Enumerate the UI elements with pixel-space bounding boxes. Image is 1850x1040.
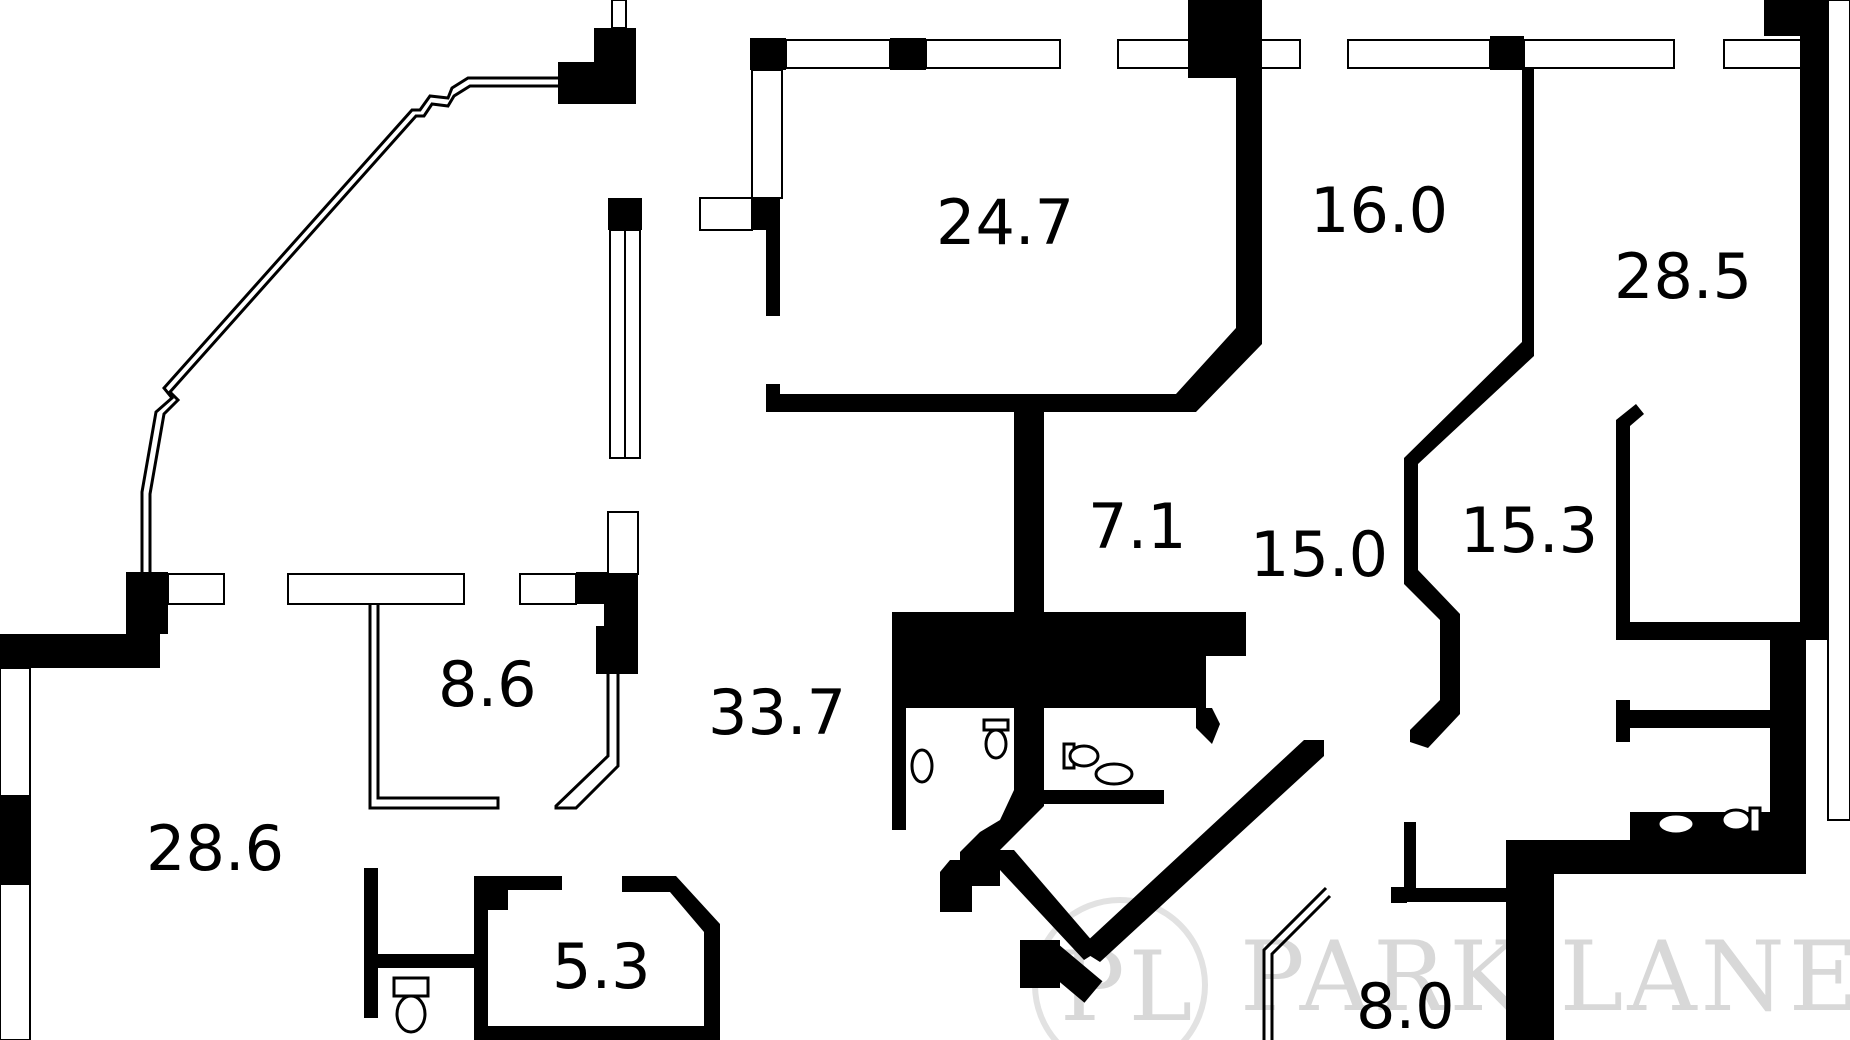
- toilet-icon: [982, 718, 1010, 760]
- wall-segment: [1391, 887, 1407, 903]
- wall-segment: [750, 38, 786, 70]
- wall-segment: [1540, 874, 1554, 1040]
- room-area-8-0: 8.0: [1356, 970, 1455, 1040]
- window: [699, 197, 753, 231]
- window: [611, 0, 627, 29]
- sink-icon: [1656, 812, 1696, 836]
- toilet-icon: [392, 976, 430, 1034]
- window: [519, 573, 577, 605]
- wall-segment: [940, 860, 972, 912]
- window: [1723, 39, 1809, 69]
- window: [1347, 39, 1491, 69]
- wall-pillar: [1188, 0, 1262, 78]
- room-area-28-5: 28.5: [1614, 240, 1752, 313]
- room-area-33-7: 33.7: [708, 676, 846, 749]
- wall-segment: [1506, 840, 1806, 874]
- wall-segment: [1616, 404, 1644, 622]
- window: [785, 39, 891, 69]
- partition: [1262, 886, 1328, 1040]
- window-right: [1827, 0, 1850, 821]
- wall-segment: [1616, 622, 1828, 640]
- wall-segment: [1800, 0, 1828, 640]
- room-area-28-6: 28.6: [146, 812, 284, 885]
- wall-segment: [364, 868, 378, 1018]
- room-area-24-7: 24.7: [936, 186, 1074, 259]
- wall-segment: [1084, 740, 1324, 962]
- wall-segment: [1506, 840, 1540, 1040]
- wall-segment: [594, 28, 636, 104]
- partition: [368, 604, 500, 810]
- wall-segment: [1140, 790, 1156, 804]
- wall-segment: [378, 954, 488, 968]
- room-labels: 24.7 16.0 28.5 7.1 15.0 15.3 8.6 33.7 28…: [146, 174, 1752, 1040]
- wall-segment: [1404, 888, 1506, 902]
- window: [167, 573, 225, 605]
- partition: [1270, 894, 1332, 1040]
- window: [751, 69, 783, 199]
- room-area-5-3: 5.3: [552, 930, 651, 1003]
- wall-segment: [474, 876, 488, 1040]
- wall-segment: [126, 600, 160, 668]
- wall-segment: [488, 1026, 704, 1040]
- wall-segment: [1404, 58, 1534, 748]
- window: [1523, 39, 1675, 69]
- window: [607, 511, 639, 575]
- wall-segment: [1630, 812, 1644, 840]
- toilet-icon: [1720, 806, 1762, 834]
- wall-diagonal-inner: [148, 84, 558, 574]
- wall-segment: [1404, 822, 1416, 900]
- wall-segment: [1616, 710, 1770, 728]
- wall-segment: [0, 795, 30, 885]
- room-area-15-3: 15.3: [1460, 494, 1598, 567]
- wall-segment: [622, 876, 720, 1040]
- fixtures: [392, 718, 1762, 1034]
- wall-segment: [892, 708, 906, 830]
- wall-segment: [1044, 790, 1164, 804]
- wall-diagonal: [140, 76, 558, 574]
- room-area-7-1: 7.1: [1088, 490, 1187, 563]
- wall-segment: [576, 572, 638, 604]
- wall-segment: [752, 198, 780, 230]
- wall-segment: [1176, 78, 1262, 412]
- wall-segment: [1000, 850, 1100, 960]
- room-area-16-0: 16.0: [1310, 174, 1448, 247]
- wall-segment: [608, 198, 642, 230]
- wall-segment: [1490, 36, 1524, 70]
- wall-segment: [766, 394, 1176, 412]
- wall-segment: [1014, 412, 1044, 612]
- wall-block: [892, 612, 1246, 656]
- wall-segment: [890, 38, 926, 70]
- wall-segment: [1196, 708, 1220, 744]
- wall-segment: [766, 230, 780, 316]
- sink-icon: [1094, 762, 1134, 786]
- toilet-icon: [1062, 742, 1100, 770]
- wall-segment: [1616, 700, 1630, 742]
- wall-segment: [1020, 940, 1060, 988]
- room-area-15-0: 15.0: [1250, 518, 1388, 591]
- wall-segment: [488, 876, 508, 910]
- wall-segment: [960, 790, 1044, 886]
- sink-icon: [910, 748, 934, 784]
- window: [925, 39, 1061, 69]
- window: [287, 573, 465, 605]
- wall-segment: [1014, 708, 1044, 806]
- wall-segment: [596, 626, 638, 674]
- partition: [554, 674, 620, 810]
- wall-segment: [1770, 640, 1806, 852]
- wall-block: [892, 656, 1206, 708]
- room-area-8-6: 8.6: [438, 648, 537, 721]
